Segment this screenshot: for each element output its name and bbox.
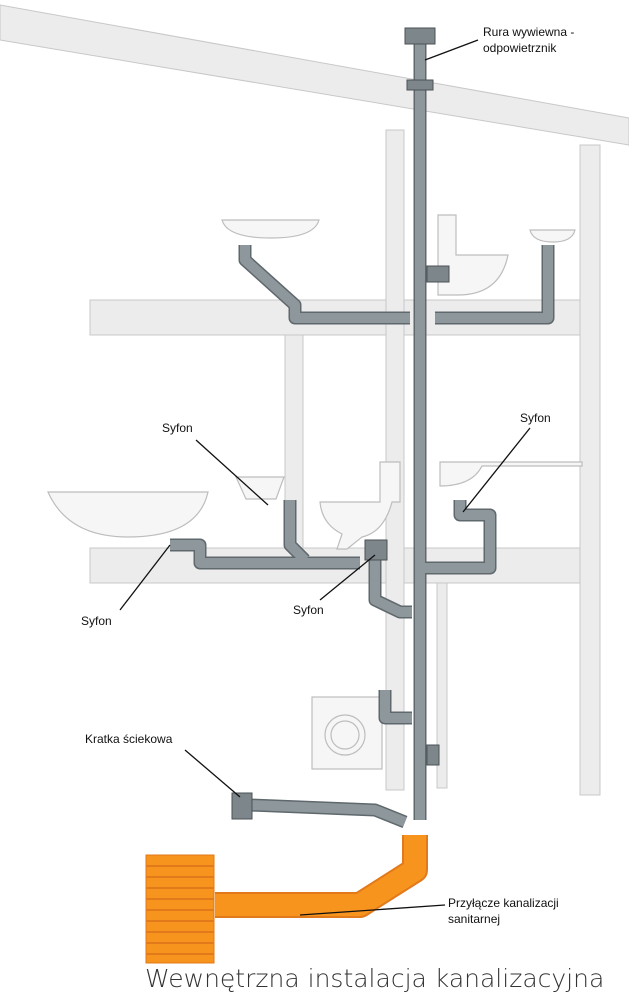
toilet-drain-pipe (370, 545, 412, 617)
mid-sink (439, 461, 583, 487)
upper-small-basin (529, 229, 576, 243)
connection-label-line2: sanitarnej (448, 912, 500, 926)
gray-pipes (170, 27, 555, 829)
connection-label-line1: Przyłącze kanalizacji (448, 896, 559, 910)
leader-lines (119, 39, 531, 916)
syfon-label-toilet: Syfon (293, 603, 324, 617)
vent-cap (404, 27, 436, 45)
upper-washbasin (221, 219, 320, 239)
mid-toilet (319, 461, 401, 550)
wall-center-right (436, 582, 448, 789)
orange-sewer-connection (145, 835, 428, 964)
syfon-label-sink: Syfon (520, 411, 551, 425)
vent-label-line2: odpowietrznik (483, 41, 557, 55)
washer-drain-pipe (380, 690, 412, 723)
building-structure (0, 4, 629, 796)
upper-branch-pipe (240, 245, 553, 323)
syfon-label-washbasin: Syfon (162, 421, 193, 435)
fixtures (47, 214, 583, 770)
bathtub (47, 491, 209, 538)
connection-pipe (215, 835, 426, 916)
floor-drain-pipe (249, 800, 407, 827)
upper-toilet (437, 214, 509, 296)
wall-right (579, 144, 601, 796)
diagram-title: Wewnętrzna instalacja kanalizacyjna (145, 964, 604, 993)
middle-branch-pipe (170, 500, 495, 573)
floor-drain-label: Kratka ściekowa (85, 732, 173, 746)
wall-center (385, 129, 405, 791)
mid-washbasin (235, 476, 285, 500)
syfon-label-bathtub: Syfon (81, 614, 112, 628)
floor-drain (231, 792, 253, 820)
vent-label-line1: Rura wywiewna - (483, 25, 574, 39)
